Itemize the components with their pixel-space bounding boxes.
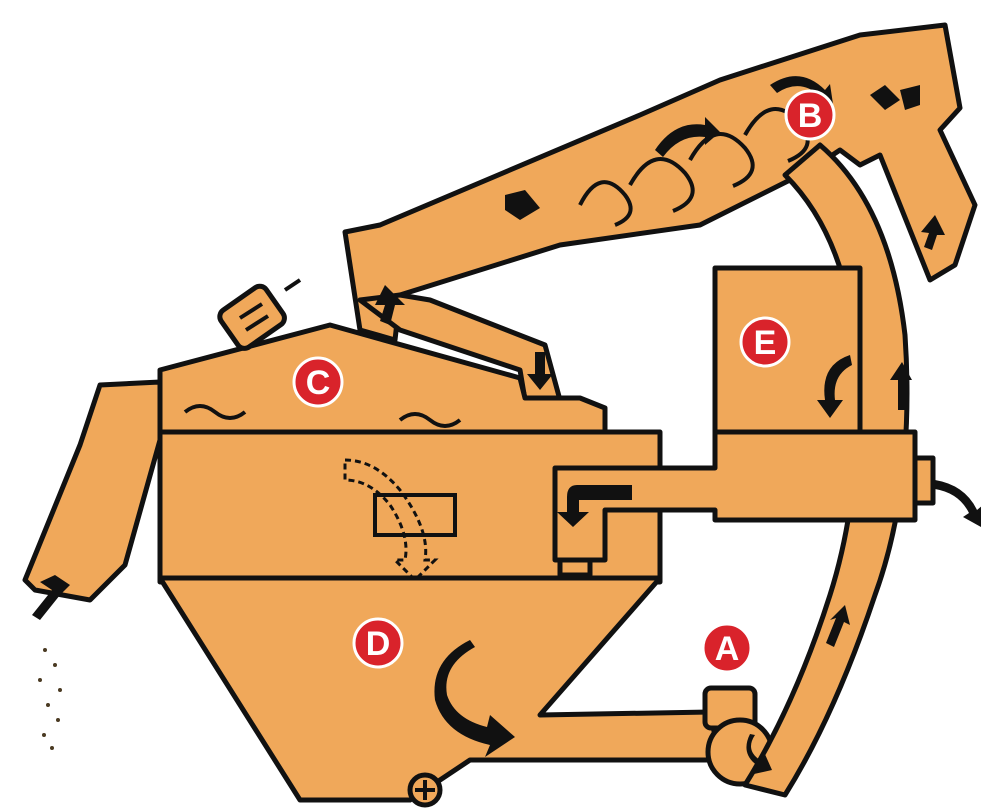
- label-e: E: [741, 318, 789, 366]
- spill-particles: [38, 648, 62, 750]
- hopper: [160, 578, 720, 805]
- label-e-text: E: [754, 324, 777, 362]
- label-a: A: [703, 624, 751, 672]
- label-a-text: A: [715, 630, 740, 668]
- label-b-text: B: [798, 97, 823, 135]
- label-c: C: [294, 358, 342, 406]
- discharge-chute: [25, 382, 160, 750]
- label-b: B: [786, 91, 834, 139]
- drain-plug-icon: [410, 775, 440, 805]
- label-d: D: [354, 619, 402, 667]
- label-d-text: D: [366, 625, 391, 663]
- label-c-text: C: [306, 364, 331, 402]
